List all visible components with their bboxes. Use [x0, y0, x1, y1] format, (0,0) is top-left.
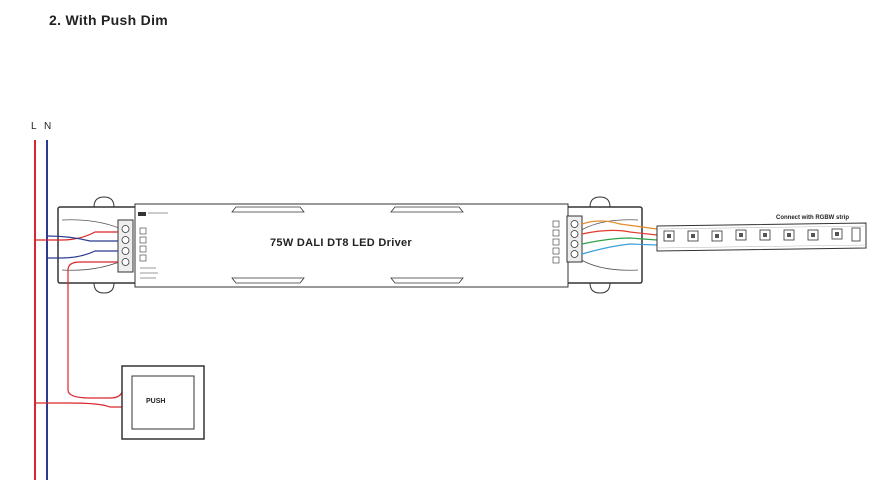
wire-blue [581, 243, 658, 255]
neutral-label: N [44, 121, 52, 132]
push-switch [121, 365, 205, 440]
output-wires [581, 220, 658, 255]
page-title: 2. With Push Dim [49, 12, 169, 28]
push-wires [35, 389, 140, 408]
rgbw-strip [656, 222, 867, 252]
live-to-driver [35, 231, 118, 241]
wire-red [581, 229, 658, 236]
push-to-driver [67, 261, 118, 390]
push-switch-label: PUSH [146, 398, 166, 405]
input-wires [35, 231, 118, 390]
strip-label: Connect with RGBW strip [776, 215, 849, 221]
led-driver [57, 196, 643, 294]
neutral-tap [46, 235, 118, 242]
wire-white [581, 220, 658, 230]
wire-green [581, 237, 658, 245]
neutral-to-driver [47, 250, 118, 259]
live-label: L [31, 121, 37, 132]
driver-name: 75W DALI DT8 LED Driver [270, 237, 412, 249]
